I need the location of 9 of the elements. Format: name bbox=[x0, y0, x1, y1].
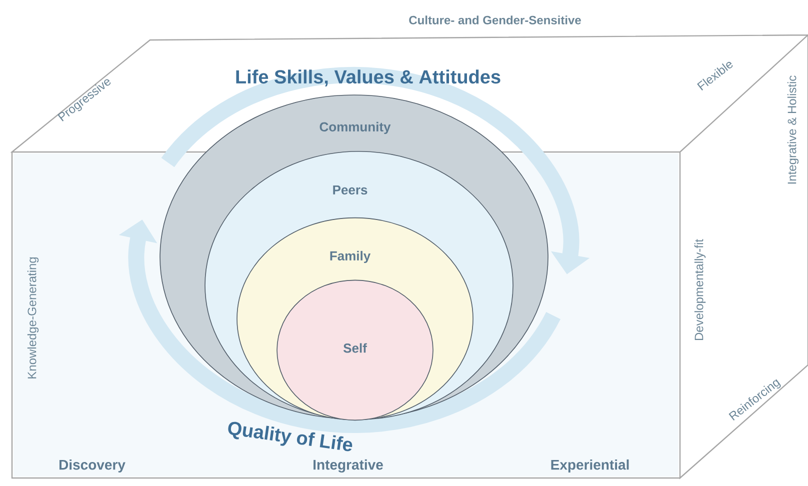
face-label: Life Skills, Values & Attitudes bbox=[236, 70, 500, 86]
face-label: Knowledge-Generating bbox=[27, 257, 39, 378]
face-label: Experiential bbox=[551, 459, 629, 472]
face-label: Discovery bbox=[59, 459, 126, 472]
face-label: Integrative bbox=[314, 459, 383, 473]
face-label: Quality of Life bbox=[228, 422, 352, 452]
face-label: Culture- and Gender-Sensitive bbox=[409, 16, 581, 24]
face-label: Developmentally-fit bbox=[694, 239, 706, 340]
face-label: Integrative & Holistic bbox=[787, 76, 799, 184]
